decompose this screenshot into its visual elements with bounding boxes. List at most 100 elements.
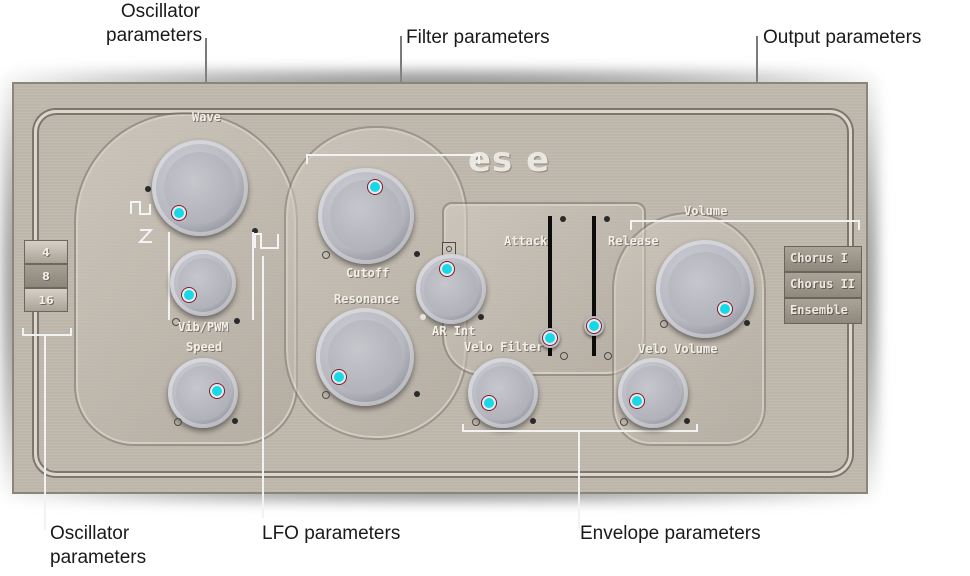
attack-slider-track[interactable]	[548, 216, 552, 356]
cutoff-knob[interactable]	[318, 168, 414, 264]
octave-tab-label: 4	[42, 246, 50, 259]
resonance-label: Resonance	[334, 292, 400, 306]
callout-envelope: Envelope parameters	[580, 523, 761, 544]
vib-pwm-label: Vib/PWM	[178, 320, 229, 334]
callout-oscillator-bottom: Oscillator parameters	[50, 522, 146, 570]
speed-label: Speed	[186, 340, 223, 354]
attack-label: Attack	[504, 234, 548, 248]
knob-cap	[327, 319, 403, 395]
resonance-knob[interactable]	[316, 308, 414, 406]
wave-tick-right	[252, 228, 258, 234]
ar-int-label: AR Int	[432, 324, 476, 338]
indicator-dot	[184, 290, 194, 300]
indicator-dot	[484, 398, 494, 408]
knob-cap	[626, 366, 680, 420]
release-slider-track[interactable]	[592, 216, 596, 356]
volume-knob[interactable]	[656, 240, 754, 338]
vib-tick-min	[172, 318, 180, 326]
vib-pwm-bracket	[168, 232, 254, 320]
indicator-dot	[720, 304, 730, 314]
cutoff-label: Cutoff	[346, 266, 390, 280]
velo-filter-label: Velo Filter	[464, 340, 544, 354]
indicator-dot	[334, 372, 344, 382]
velo-filter-knob[interactable]	[468, 358, 538, 428]
octave-tab-16[interactable]: 16	[24, 288, 68, 312]
octave-tab-8[interactable]: 8	[24, 264, 68, 288]
callout-line-1: Oscillator	[50, 523, 130, 544]
resonance-tick-max	[414, 391, 420, 397]
volume-bracket	[630, 220, 860, 230]
fx-label: Chorus II	[790, 277, 856, 291]
cutoff-tick-max	[414, 251, 420, 257]
octave-bracket	[22, 328, 72, 336]
indicator-dot	[545, 333, 555, 343]
brand-logo: es e	[468, 140, 551, 180]
envelope-bracket	[462, 424, 698, 432]
indicator-dot	[174, 208, 184, 218]
indicator-dot	[442, 264, 452, 274]
speed-knob[interactable]	[168, 358, 238, 428]
ensemble-button[interactable]: Ensemble	[784, 298, 862, 324]
knob-cap	[476, 366, 530, 420]
vib-pwm-knob[interactable]	[170, 250, 236, 316]
octave-tab-label: 8	[42, 270, 50, 283]
callout-output: Output parameters	[763, 27, 922, 48]
resonance-tick-min	[322, 391, 330, 399]
vib-tick-max	[234, 318, 240, 324]
callout-lfo: LFO parameters	[262, 523, 401, 544]
octave-tab-4[interactable]: 4	[24, 240, 68, 264]
leader-lfo	[262, 256, 264, 518]
speed-tick-max	[232, 418, 238, 424]
octave-tab-label: 16	[38, 294, 54, 307]
wave-label: Wave	[192, 110, 221, 124]
velo-filter-tick-min	[472, 418, 480, 426]
attack-tick-min	[560, 352, 568, 360]
sawtooth-wave-icon	[138, 229, 154, 243]
fx-label: Ensemble	[790, 303, 848, 317]
es-e-synth-panel: es e 4 8 16 Wave Vib/PWM Speed Cutoff Re…	[12, 82, 868, 530]
attack-slider-thumb[interactable]	[540, 328, 560, 348]
wave-knob[interactable]	[152, 140, 248, 236]
square-wave-icon	[130, 201, 151, 215]
wave-tick-left	[145, 186, 151, 192]
velo-filter-tick-max	[530, 418, 536, 424]
callout-oscillator-top: Oscillator parameters	[106, 0, 203, 48]
ar-int-knob[interactable]	[416, 254, 486, 324]
switch-icon	[446, 246, 452, 252]
volume-tick-max	[744, 320, 750, 326]
callout-filter: Filter parameters	[406, 27, 550, 48]
speed-tick-min	[174, 418, 182, 426]
release-slider-thumb[interactable]	[584, 316, 604, 336]
callout-line-2: parameters	[106, 25, 203, 46]
ar-int-tick-min	[420, 314, 426, 320]
leader-envelope	[578, 432, 580, 528]
knob-cap	[329, 179, 403, 253]
indicator-dot	[370, 182, 380, 192]
release-label: Release	[608, 234, 659, 248]
velo-volume-label: Velo Volume	[638, 342, 718, 356]
knob-cap	[177, 257, 229, 309]
pulse-wave-icon	[254, 233, 279, 249]
velo-volume-knob[interactable]	[618, 358, 688, 428]
callout-line-1: Oscillator	[120, 1, 200, 22]
ar-int-tick-max	[478, 314, 484, 320]
indicator-dot	[632, 396, 642, 406]
indicator-dot	[589, 321, 599, 331]
leader-oscillator-bottom	[44, 334, 46, 530]
indicator-dot	[212, 386, 222, 396]
attack-tick-max	[560, 216, 566, 222]
knob-cap	[667, 251, 743, 327]
knob-cap	[176, 366, 230, 420]
velo-volume-tick-min	[620, 418, 628, 426]
callout-line-2: parameters	[50, 547, 147, 568]
chorus-2-button[interactable]: Chorus II	[784, 272, 862, 298]
volume-tick-min	[660, 320, 668, 328]
velo-volume-tick-max	[684, 418, 690, 424]
fx-label: Chorus I	[790, 251, 848, 265]
release-tick-min	[604, 352, 612, 360]
cutoff-tick-min	[322, 251, 330, 259]
volume-label: Volume	[684, 204, 728, 218]
release-tick-max	[604, 216, 610, 222]
filter-bracket	[306, 154, 480, 164]
chorus-1-button[interactable]: Chorus I	[784, 246, 862, 272]
